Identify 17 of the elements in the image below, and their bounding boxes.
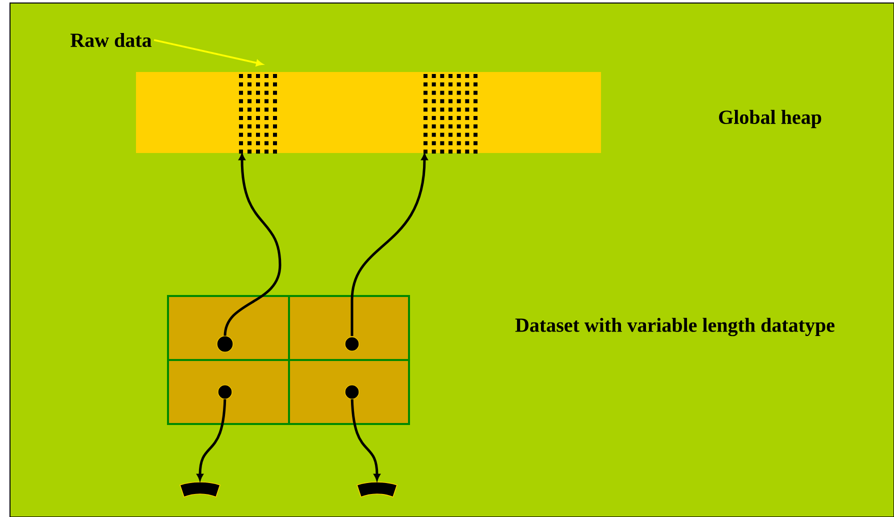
table-cell: [288, 359, 410, 425]
pointer-arrow: [154, 39, 263, 66]
caption-text: Global heap: [719, 110, 822, 128]
pointer-arrow: [344, 153, 428, 352]
label-text: Raw data: [70, 32, 152, 48]
arc-piece: [180, 482, 220, 498]
table-cell: [288, 295, 410, 361]
caption-text: Dataset with variable length datatype: [515, 318, 834, 336]
pointer-arrow: [196, 384, 232, 481]
heap-bar: [136, 72, 601, 153]
table-cell: [167, 359, 290, 425]
arc-piece: [356, 482, 398, 498]
dot-block: [239, 74, 277, 154]
dot-block: [424, 74, 478, 154]
pointer-arrow: [344, 384, 380, 481]
pointer-arrow: [216, 153, 282, 352]
table-cell: [167, 295, 290, 361]
